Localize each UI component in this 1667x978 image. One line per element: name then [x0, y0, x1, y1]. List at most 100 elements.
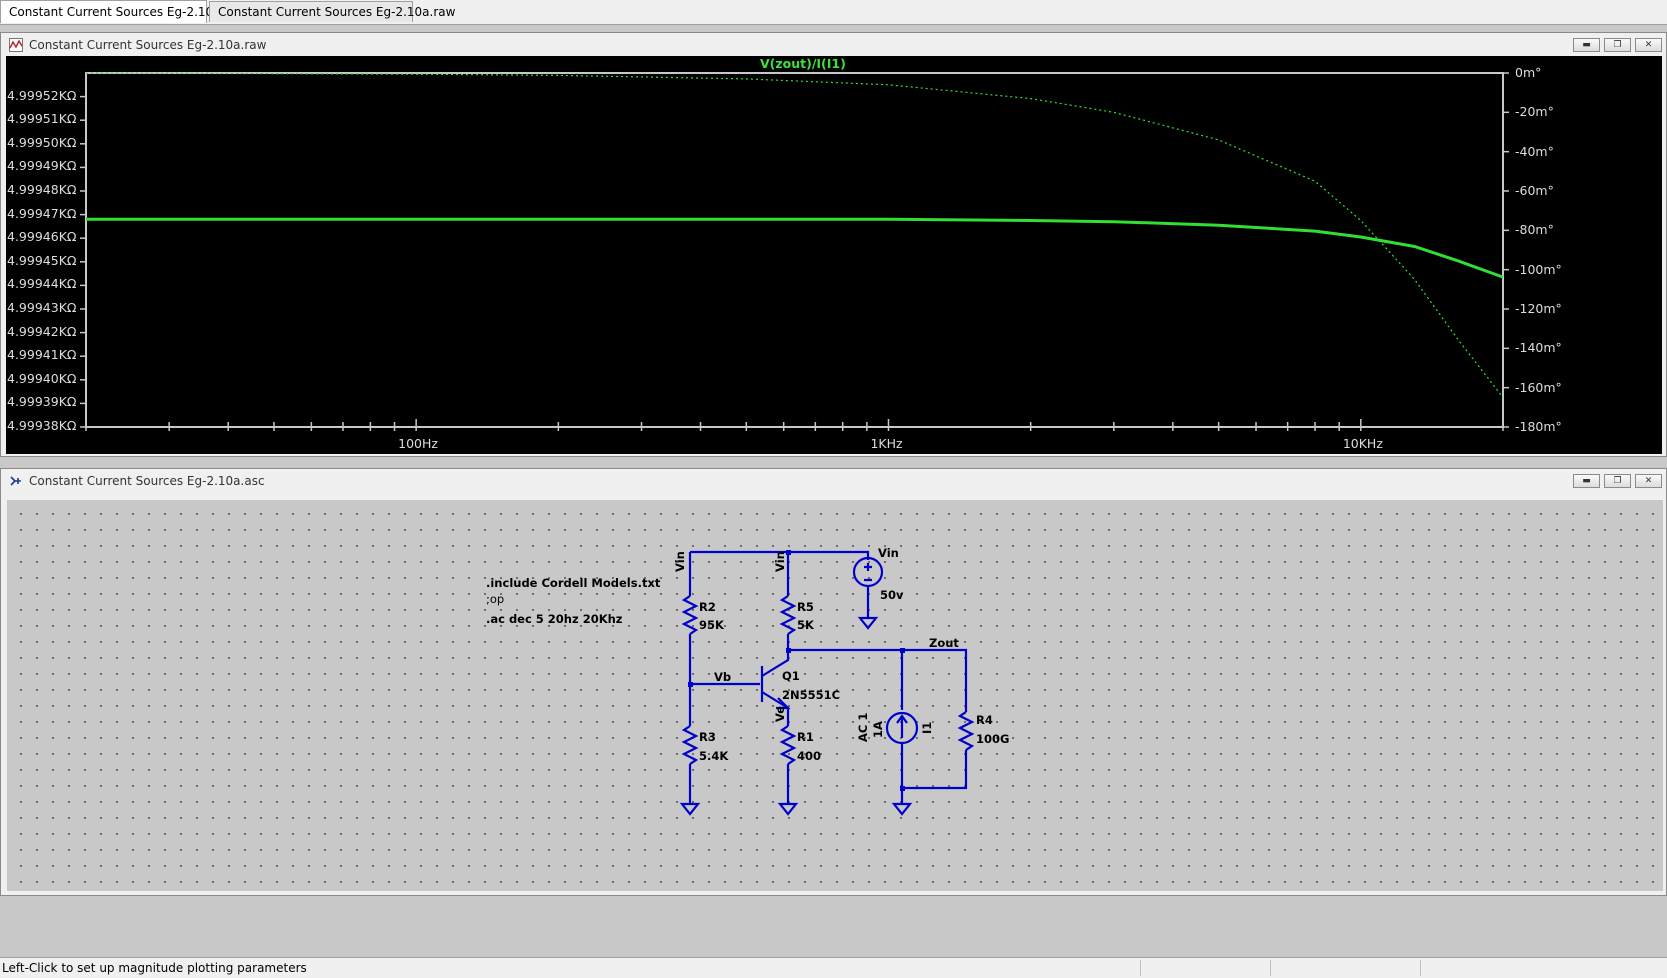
i1-arrow — [896, 714, 908, 738]
tab-schematic[interactable]: Constant Current Sources Eg-2.10a.asc — [0, 0, 245, 23]
y2-tick-label[interactable]: -140m° — [1515, 340, 1562, 356]
netlabel-zout[interactable]: Zout — [929, 636, 959, 650]
y2-tick-label[interactable]: -160m° — [1515, 379, 1562, 395]
y2-tick-label[interactable]: 0m° — [1515, 65, 1542, 80]
y-tick-label[interactable]: 4.99951KΩ — [7, 111, 77, 127]
tab-schematic-label: Constant Current Sources Eg-2.10a.asc — [9, 5, 245, 19]
q1-model[interactable]: 2N5551C — [782, 688, 841, 702]
wire — [902, 750, 968, 790]
y-tick-label[interactable]: 4.99940KΩ — [7, 370, 77, 386]
netlabel-vin-right[interactable]: Vin — [878, 546, 899, 560]
junction-dot — [900, 786, 905, 791]
r1-value[interactable]: 400 — [797, 749, 822, 763]
x-tick-label[interactable]: 1KHz — [870, 436, 903, 451]
ground-symbol — [891, 802, 913, 816]
netlabel-vb[interactable]: Vb — [714, 670, 732, 684]
q1-collector — [761, 650, 790, 677]
r3-value[interactable]: 5.4K — [699, 749, 729, 763]
y-tick-label[interactable]: 4.99946KΩ — [7, 229, 77, 245]
y-tick-label[interactable]: 4.99947KΩ — [7, 205, 77, 221]
r5-name[interactable]: R5 — [797, 600, 814, 614]
tab-waveform[interactable]: Constant Current Sources Eg-2.10a.raw — [209, 1, 455, 22]
y-tick-label[interactable]: 4.99943KΩ — [7, 300, 77, 315]
y-tick-label[interactable]: 4.99950KΩ — [7, 134, 77, 150]
y2-tick-label[interactable]: -100m° — [1515, 261, 1562, 277]
y2-tick-label[interactable]: -80m° — [1515, 222, 1554, 238]
tab-waveform-label: Constant Current Sources Eg-2.10a.raw — [218, 5, 456, 19]
waveform-window-titlebar[interactable]: Constant Current Sources Eg-2.10a.raw — [1, 33, 1666, 57]
ground-symbol — [777, 802, 799, 816]
r2-name[interactable]: R2 — [699, 600, 716, 614]
y2-tick-label[interactable]: -60m° — [1515, 183, 1554, 198]
r1-resistor — [779, 725, 797, 765]
q1-emitter-arrow — [776, 697, 791, 710]
r3-name[interactable]: R3 — [699, 730, 716, 744]
status-divider — [1270, 960, 1271, 976]
i1-ac-value[interactable]: AC 1 — [856, 712, 870, 742]
directive-include[interactable]: .include Cordell Models.txt — [486, 576, 661, 590]
r4-value[interactable]: 100G — [976, 732, 1010, 746]
y-tick-label[interactable]: 4.99948KΩ — [7, 182, 77, 197]
schematic-canvas[interactable] — [7, 500, 1663, 891]
r2-resistor — [681, 595, 699, 635]
schematic-drawing[interactable] — [0, 0, 1667, 900]
trace-label[interactable]: V(zout)/I(I1) — [760, 56, 846, 71]
y-tick-label[interactable]: 4.99939KΩ — [7, 394, 77, 410]
junction-dot — [900, 648, 905, 653]
status-divider — [1140, 960, 1141, 976]
minimize-button[interactable]: ▬ — [1573, 38, 1600, 52]
y-tick-label[interactable]: 4.99944KΩ — [7, 276, 77, 292]
document-tab-bar: Constant Current Sources Eg-2.10a.asc Co… — [0, 0, 1667, 25]
x-tick-label[interactable]: 100Hz — [398, 436, 438, 451]
r2-value[interactable]: 95K — [699, 618, 724, 632]
vin-source-value[interactable]: 50v — [880, 588, 904, 602]
restore-button[interactable]: ❐ — [1604, 474, 1631, 488]
directive-op[interactable]: ;op — [486, 592, 505, 606]
y-tick-label[interactable]: 4.99945KΩ — [7, 252, 77, 268]
x-tick-label[interactable]: 10KHz — [1342, 436, 1383, 451]
netlabel-vin-mid[interactable]: Vin — [773, 551, 787, 572]
close-button[interactable]: ✕ — [1635, 38, 1662, 52]
y-tick-label[interactable]: 4.99942KΩ — [7, 323, 77, 339]
r5-resistor — [779, 595, 797, 635]
i1-name[interactable]: I1 — [920, 721, 934, 734]
minimize-button[interactable]: ▬ — [1573, 474, 1600, 488]
ground-symbol — [857, 616, 879, 630]
waveform-window-icon — [9, 38, 23, 52]
vin-polarity — [864, 563, 872, 582]
y2-tick-label[interactable]: -180m° — [1515, 419, 1562, 434]
plot-canvas[interactable] — [0, 0, 1667, 460]
y-tick-label[interactable]: 4.99941KΩ — [7, 347, 77, 363]
status-divider — [1420, 960, 1421, 976]
waveform-window-title: Constant Current Sources Eg-2.10a.raw — [29, 38, 267, 52]
junction-dot — [786, 550, 791, 555]
r3-resistor — [681, 725, 699, 765]
y-tick-label[interactable]: 4.99949KΩ — [7, 158, 77, 174]
i1-current-source — [885, 711, 919, 745]
y2-tick-label[interactable]: -20m° — [1515, 104, 1554, 120]
r4-name[interactable]: R4 — [976, 713, 993, 727]
schematic-window-icon — [10, 476, 21, 486]
close-button[interactable]: ✕ — [1635, 474, 1662, 488]
netlabel-ve[interactable]: Ve — [773, 705, 787, 722]
plot-pane[interactable] — [6, 56, 1662, 454]
y2-tick-label[interactable]: -40m° — [1515, 143, 1554, 159]
junction-dot — [688, 682, 693, 687]
y2-tick-label[interactable]: -120m° — [1515, 301, 1562, 316]
q1-name[interactable]: Q1 — [782, 669, 800, 683]
status-bar: Left-Click to set up magnitude plotting … — [0, 957, 1667, 978]
netlabel-vin-left[interactable]: Vin — [673, 551, 687, 572]
junction-dot — [786, 648, 791, 653]
directive-ac[interactable]: .ac dec 5 20hz 20Khz — [486, 612, 623, 626]
y-tick-label[interactable]: 4.99952KΩ — [7, 87, 77, 103]
plot-frame — [85, 72, 1504, 428]
zout-wire — [788, 648, 968, 712]
r5-value[interactable]: 5K — [797, 618, 814, 632]
schematic-window-titlebar[interactable]: Constant Current Sources Eg-2.10a.asc — [1, 469, 1666, 493]
restore-button[interactable]: ❐ — [1604, 38, 1631, 52]
r1-name[interactable]: R1 — [797, 730, 814, 744]
r4-resistor — [957, 711, 975, 751]
y-tick-label[interactable]: 4.99938KΩ — [7, 418, 77, 433]
schematic-window: Constant Current Sources Eg-2.10a.asc ▬ … — [0, 468, 1667, 896]
i1-dc-value[interactable]: 1A — [871, 721, 885, 738]
